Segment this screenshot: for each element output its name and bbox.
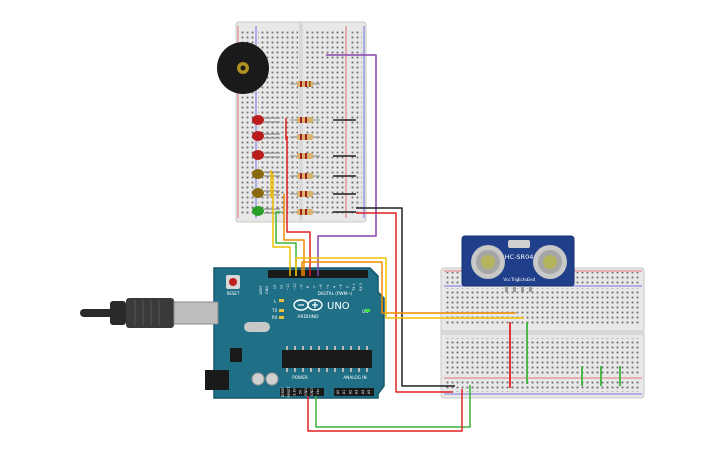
wire-yellow-led [272, 173, 291, 276]
wire-orange-trig [301, 261, 516, 314]
wire-green-gnd-bottom [315, 385, 471, 428]
digital-pin-label: 13 [273, 285, 277, 289]
digital-pin-label: ~9 [299, 285, 303, 290]
power-header [280, 388, 324, 396]
power-pin-label: 3.3V [293, 387, 297, 395]
right-breadboard [440, 267, 645, 399]
wire-red-5v [356, 212, 453, 393]
wires [272, 54, 524, 432]
right-board-jumpers [509, 322, 621, 388]
led-4 [252, 169, 280, 179]
top-board-short-jumpers [270, 118, 287, 198]
digital-pin-label: ~10 [293, 283, 297, 290]
usb-port [173, 301, 219, 325]
analog-pin-label: A5 [367, 390, 371, 394]
resistor-4 [290, 173, 320, 179]
power-pin-label: Vin [316, 389, 320, 394]
analog-pin-label: A3 [355, 390, 359, 394]
led-2 [252, 131, 280, 141]
power-pin-label: IOREF [281, 387, 285, 397]
power-pin-label: 5V [298, 389, 302, 394]
resistor-3 [290, 153, 320, 159]
wire-red-5v-bottom [307, 389, 463, 432]
sensor-pin-vcc: Vcc [503, 277, 510, 282]
wire-red-led [286, 136, 311, 276]
led-3 [252, 150, 280, 160]
resistors [290, 81, 320, 215]
wire-yellow-echo [295, 257, 524, 319]
sensor-model-label: HC-SR04 [505, 253, 534, 261]
l-led-label: L [274, 299, 277, 304]
digital-pin-label: RX 0 [359, 283, 363, 291]
digital-pin-label: 2 [346, 286, 350, 288]
usb-cable [80, 298, 219, 328]
led-5 [252, 188, 280, 198]
digital-pin-label: 4 [332, 286, 336, 288]
brand-label: ARDUINO [297, 314, 319, 320]
resistor-5 [290, 191, 320, 197]
sensor-pin-gnd: Gnd [527, 277, 536, 282]
led-1 [252, 115, 280, 125]
analog-pin-label: A2 [348, 390, 352, 394]
top-board-ground-jumpers [333, 119, 356, 213]
resistor-2 [290, 134, 320, 140]
wire-black-gnd-top [356, 207, 455, 387]
aref-label: AREF [259, 285, 263, 294]
digital-pin-label: 12 [280, 285, 284, 289]
analog-header [334, 388, 374, 396]
led-6 [252, 206, 280, 216]
power-pin-label: GND [310, 388, 314, 396]
gnd-top-label: GND [265, 286, 269, 294]
piezo-buzzer [217, 42, 269, 94]
sensor-pin-echo: Echo [518, 277, 528, 282]
power-header-label: POWER [292, 375, 308, 380]
digital-pin-label: 8 [306, 286, 310, 288]
wire-purple [317, 54, 377, 276]
model-label: UNO [327, 301, 350, 312]
resistor-6 [290, 209, 320, 215]
atmega-chip [282, 350, 372, 368]
digital-pin-label: ~11 [286, 283, 290, 290]
ultrasonic-sensor: HC-SR04 Vcc Trig Echo Gnd [461, 235, 575, 292]
analog-pin-label: A4 [361, 390, 365, 394]
arduino-logo [293, 299, 323, 311]
analog-header-label: ANALOG IN [343, 375, 366, 380]
power-pin-label: GND [304, 388, 308, 396]
digital-pin-label: 7 [313, 286, 317, 288]
wire-green-led [275, 211, 297, 276]
resistor-1 [290, 117, 320, 123]
digital-pin-label: TX 1 [352, 283, 356, 292]
led-column [252, 115, 280, 216]
digital-pin-label: ~6 [319, 285, 323, 290]
digital-header-label: DIGITAL (PWM~) [318, 291, 353, 296]
rx-label: RX [272, 315, 278, 320]
resistor-buzzer [290, 81, 320, 87]
power-pin-label: RESET [287, 386, 291, 398]
power-jack [205, 370, 229, 390]
reset-label: RESET [227, 291, 240, 296]
digital-pin-label: ~3 [339, 285, 343, 290]
tx-label: TX [271, 308, 277, 313]
analog-pin-label: A0 [336, 390, 340, 394]
digital-pin-label: ~5 [326, 285, 330, 290]
sensor-pin-trig: Trig [510, 277, 519, 282]
analog-pin-label: A1 [342, 390, 346, 394]
